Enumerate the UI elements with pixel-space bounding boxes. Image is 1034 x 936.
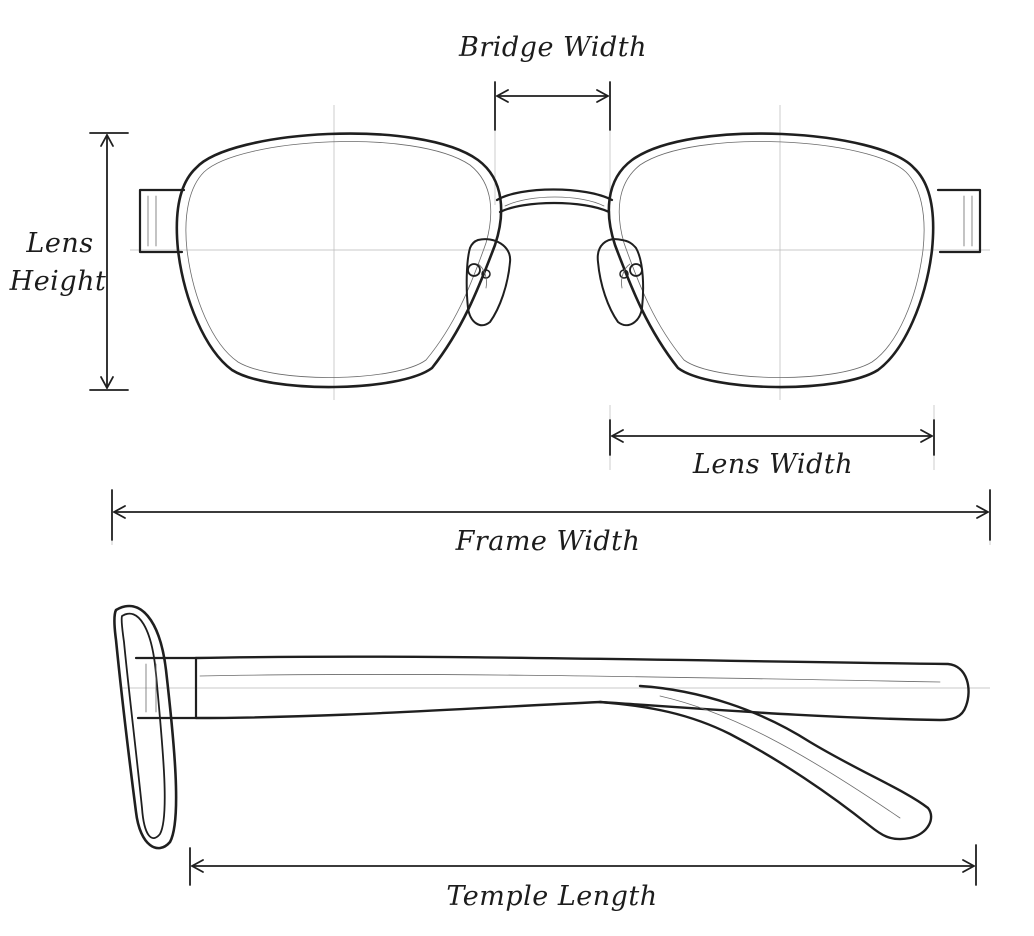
lens-height-dimension	[89, 132, 129, 391]
side-view	[113, 604, 990, 850]
front-view	[111, 85, 991, 545]
temple-arm-straight	[194, 655, 970, 722]
lens-height-label-line2: Height	[9, 266, 107, 297]
frame-width-dimension	[111, 489, 991, 541]
temple-arm-folded	[598, 684, 933, 841]
left-lens-rim	[175, 132, 503, 389]
left-hinge-endpiece	[138, 188, 186, 254]
frame-width-label: Frame Width	[455, 526, 641, 557]
bridge	[495, 188, 614, 214]
lens-width-label: Lens Width	[692, 449, 853, 480]
bridge-width-label: Bridge Width	[458, 32, 647, 63]
temple-length-dimension	[189, 844, 977, 886]
side-hinge-block	[134, 656, 198, 720]
right-lens-rim	[607, 132, 935, 389]
right-nose-pad	[596, 238, 645, 327]
left-nose-pad	[465, 238, 512, 327]
lens-height-label-line1: Lens	[25, 228, 93, 259]
temple-length-label: Temple Length	[446, 881, 657, 912]
right-hinge-endpiece	[936, 188, 982, 254]
bridge-width-dimension	[494, 81, 611, 131]
lens-width-dimension	[609, 419, 935, 456]
side-lens-rim	[113, 604, 178, 850]
